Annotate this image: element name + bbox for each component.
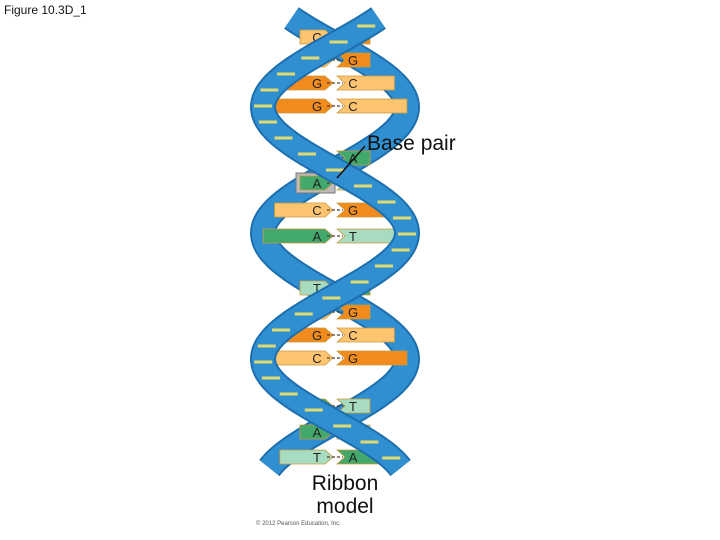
base-right-letter: G bbox=[348, 351, 358, 366]
base-right-letter: T bbox=[349, 399, 357, 414]
base-right-letter: G bbox=[348, 203, 358, 218]
base-right bbox=[335, 327, 395, 343]
base-left-letter: G bbox=[312, 328, 322, 343]
base-pair-pointer-line bbox=[336, 145, 366, 179]
base-left-letter: A bbox=[313, 425, 322, 440]
base-right bbox=[335, 350, 408, 366]
base-left-letter: C bbox=[312, 203, 321, 218]
base-right bbox=[335, 98, 408, 114]
base-left-letter: G bbox=[312, 76, 322, 91]
backbone-front-strand bbox=[249, 7, 421, 477]
base-left bbox=[274, 202, 334, 218]
figure-title: Figure 10.3D_1 bbox=[4, 3, 87, 17]
ribbon-model-label: Ribbon model bbox=[290, 472, 400, 518]
base-left-letter: A bbox=[313, 176, 322, 191]
base-right-letter: T bbox=[349, 229, 357, 244]
base-right bbox=[335, 304, 371, 320]
base-left-letter: T bbox=[313, 281, 321, 296]
base-right-letter: C bbox=[348, 328, 357, 343]
base-pair-label: Base pair bbox=[367, 132, 456, 155]
base-right bbox=[335, 398, 371, 414]
base-right-letter: C bbox=[348, 76, 357, 91]
copyright-notice: © 2012 Pearson Education, Inc. bbox=[256, 521, 341, 527]
base-left bbox=[262, 228, 334, 244]
ribbon-label-line-1: Ribbon bbox=[311, 472, 379, 495]
base-right bbox=[335, 52, 371, 68]
base-right bbox=[335, 75, 395, 91]
base-left-letter: G bbox=[312, 99, 322, 114]
base-right-letter: A bbox=[349, 450, 358, 465]
base-right-letter: G bbox=[348, 53, 358, 68]
base-right-letter: C bbox=[348, 99, 357, 114]
base-left-letter: T bbox=[313, 450, 321, 465]
base-right-letter: G bbox=[348, 305, 358, 320]
base-left-letter: A bbox=[313, 229, 322, 244]
ribbon-label-line-2: model bbox=[316, 495, 374, 518]
base-left-letter: C bbox=[312, 351, 321, 366]
base-left-letter: C bbox=[312, 30, 321, 45]
base-left bbox=[279, 449, 334, 465]
